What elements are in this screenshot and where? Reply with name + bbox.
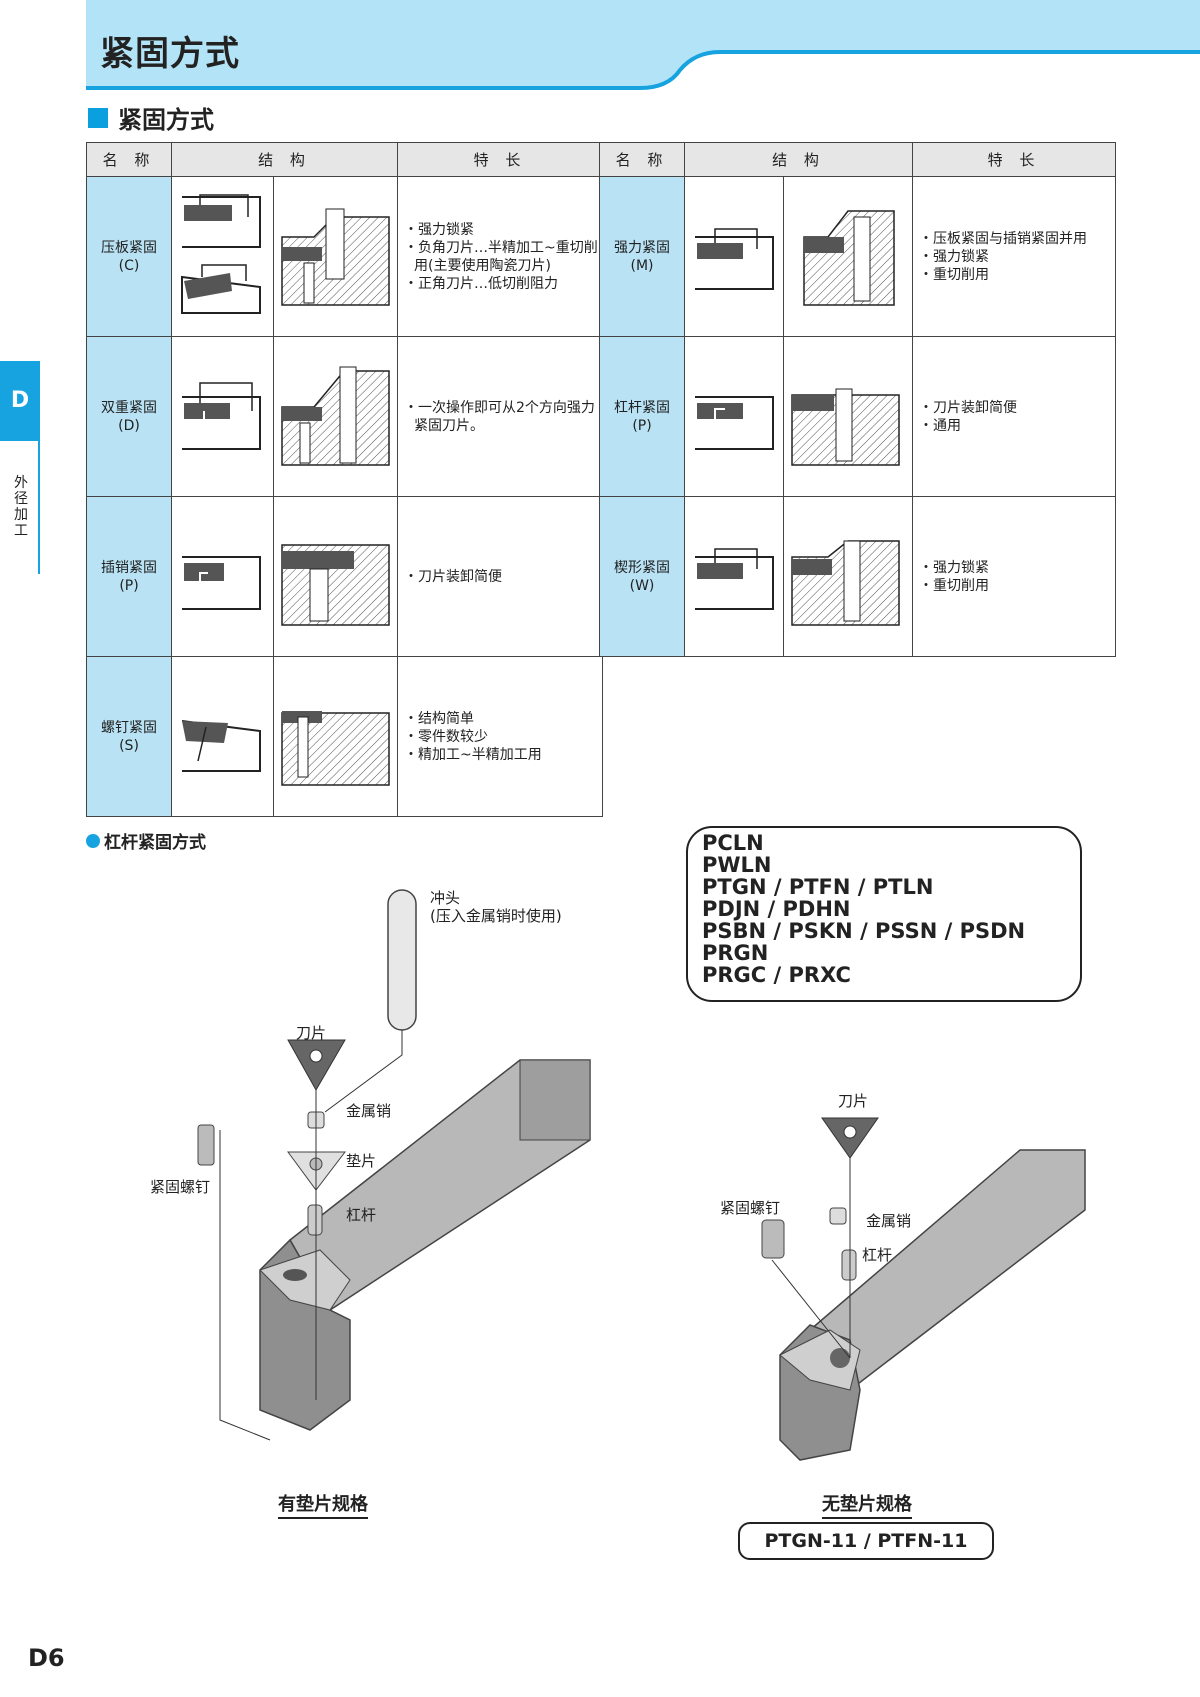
label-lever-left: 杠杆 (346, 1206, 377, 1224)
row-features: ・刀片装卸简便 (397, 496, 603, 657)
label-shim: 垫片 (346, 1152, 377, 1170)
table-row: 双重紧固(D) ・一次操作即可从2个方向强力紧固刀片。 (86, 336, 603, 497)
section-title-text: 紧固方式 (118, 106, 214, 134)
caption-with-shim: 有垫片规格 (278, 1490, 368, 1519)
lever-heading-text: 杠杆紧固方式 (104, 833, 206, 853)
clamp-d-section-view (273, 336, 398, 497)
table-row: 螺钉紧固(S) ・结构简单・零件数较少・精加工~半精加工用 (86, 656, 603, 817)
label-insert-left: 刀片 (296, 1024, 327, 1042)
clamp-m-section-view (783, 176, 913, 337)
model-item: PCLN (702, 831, 764, 855)
header-features: 特 长 (912, 142, 1116, 177)
circle-bullet-icon (86, 833, 100, 848)
clamp-p-section-view (273, 496, 398, 657)
row-name: 楔形紧固(W) (599, 496, 685, 657)
row-name: 杠杆紧固(P) (599, 336, 685, 497)
clamp-p-top-view (171, 496, 274, 657)
model-item: PRGN (702, 941, 769, 965)
header-name: 名 称 (599, 142, 685, 177)
section-title: 紧固方式 (88, 100, 214, 135)
clamp-lever-section-view (783, 336, 913, 497)
label-punch-note: (压入金属销时使用) (430, 907, 562, 925)
clamp-c-section-view (273, 176, 398, 337)
header-name: 名 称 (86, 142, 172, 177)
square-bullet-icon (88, 107, 108, 128)
model-box-no-shim: PTGN-11 / PTFN-11 (738, 1522, 994, 1560)
row-features: ・强力锁紧・负角刀片…半精加工~重切削用(主要使用陶瓷刀片)・正角刀片…低切削阻… (397, 176, 603, 337)
clamp-w-section-view (783, 496, 913, 657)
clamp-c-top-view (171, 176, 274, 337)
page-number: D6 (28, 1644, 65, 1672)
model-item: PRGC / PRXC (702, 963, 851, 987)
clamp-s-section-view (273, 656, 398, 817)
row-features: ・压板紧固与插销紧固并用・强力锁紧・重切削用 (912, 176, 1116, 337)
clamp-s-top-view (171, 656, 274, 817)
clamp-lever-top-view (684, 336, 784, 497)
clamp-w-top-view (684, 496, 784, 657)
row-name: 强力紧固(M) (599, 176, 685, 337)
lever-clamp-with-shim-diagram (197, 889, 591, 1441)
row-name: 双重紧固(D) (86, 336, 172, 497)
lever-section-heading: 杠杆紧固方式 (86, 828, 206, 853)
model-item: PDJN / PDHN (702, 897, 851, 921)
label-punch: 冲头 (430, 889, 461, 907)
clamping-table-left: 名 称 结 构 特 长 压板紧固(C) ・强力锁紧・负角刀片…半精加工~重切削用… (86, 142, 603, 817)
model-list-box: PCLN PWLN PTGN / PTFN / PTLN PDJN / PDHN… (686, 826, 1082, 1002)
row-features: ・一次操作即可从2个方向强力紧固刀片。 (397, 336, 603, 497)
table-row: 压板紧固(C) ・强力锁紧・负角刀片…半精加工~重切削用(主要使用陶瓷刀片)・正… (86, 176, 603, 337)
row-name: 压板紧固(C) (86, 176, 172, 337)
side-tab-label: 外径加工 (14, 475, 28, 539)
row-features: ・刀片装卸简便・通用 (912, 336, 1116, 497)
row-name: 插销紧固(P) (86, 496, 172, 657)
header-structure: 结 构 (684, 142, 913, 177)
label-pin-right: 金属销 (866, 1212, 912, 1230)
header-features: 特 长 (397, 142, 603, 177)
row-features: ・强力锁紧・重切削用 (912, 496, 1116, 657)
label-insert-right: 刀片 (838, 1092, 869, 1110)
label-lever-right: 杠杆 (862, 1246, 893, 1264)
model-item: PTGN / PTFN / PTLN (702, 875, 934, 899)
clamp-m-top-view (684, 176, 784, 337)
label-screw-right: 紧固螺钉 (720, 1199, 781, 1217)
row-name: 螺钉紧固(S) (86, 656, 172, 817)
label-pin-left: 金属销 (346, 1102, 392, 1120)
header-structure: 结 构 (171, 142, 398, 177)
clamp-d-top-view (171, 336, 274, 497)
row-features: ・结构简单・零件数较少・精加工~半精加工用 (397, 656, 603, 817)
table-row: 插销紧固(P) ・刀片装卸简便 (86, 496, 603, 657)
model-item: PSBN / PSKN / PSSN / PSDN (702, 919, 1026, 943)
side-tab[interactable]: D (0, 361, 40, 441)
model-item: PWLN (702, 853, 772, 877)
label-screw-left: 紧固螺钉 (150, 1178, 211, 1196)
page-title: 紧固方式 (100, 34, 240, 74)
caption-without-shim: 无垫片规格 (822, 1490, 912, 1519)
side-tab-line (38, 441, 40, 574)
clamping-table-right: 名 称 结 构 特 长 强力紧固(M) ・压板紧固与插销紧固并用・强力锁紧・重切… (599, 142, 1116, 657)
table-row: 强力紧固(M) ・压板紧固与插销紧固并用・强力锁紧・重切削用 (599, 176, 1116, 337)
table-row: 楔形紧固(W) ・强力锁紧・重切削用 (599, 496, 1116, 657)
header-band (86, 0, 1200, 90)
table-row: 杠杆紧固(P) ・刀片装卸简便・通用 (599, 336, 1116, 497)
lever-clamp-without-shim-diagram (761, 1117, 1086, 1461)
